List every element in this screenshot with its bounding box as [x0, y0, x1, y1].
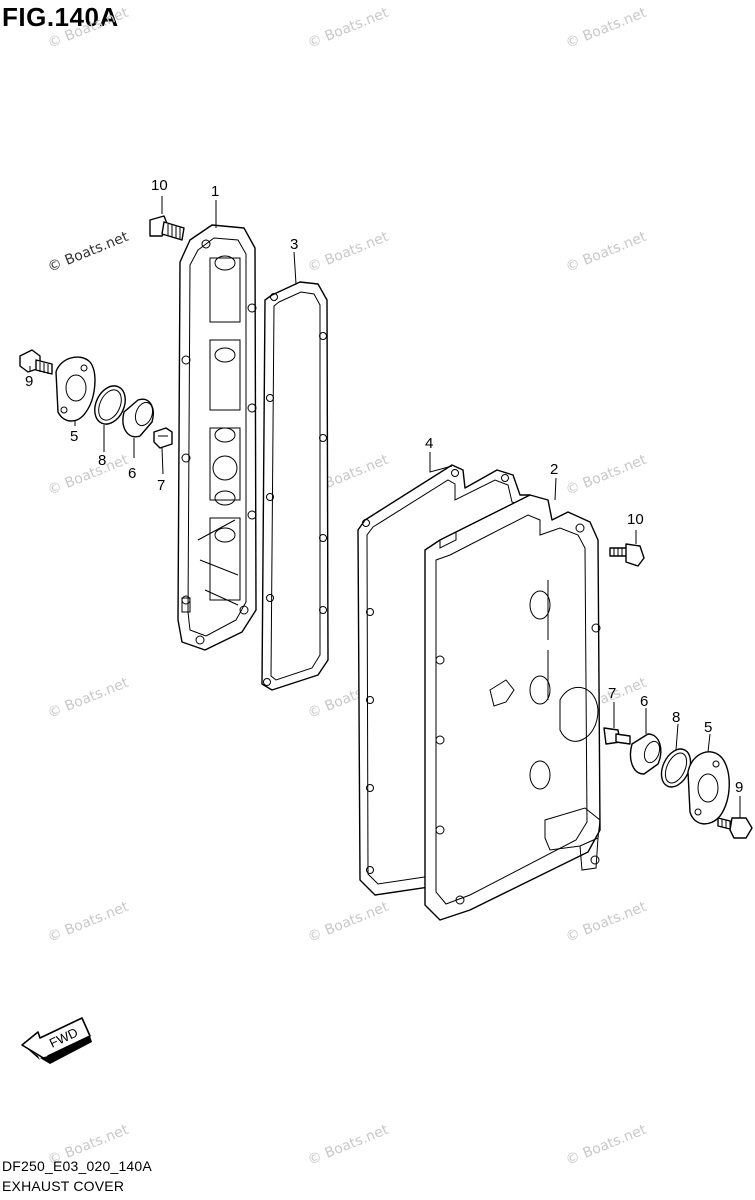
part-8-o-ring-left: [94, 385, 126, 425]
watermark: © Boats.net: [46, 229, 132, 276]
part-3-gasket: [261, 281, 329, 691]
watermark: © Boats.net: [564, 229, 650, 276]
part-9-bolt-right: [717, 817, 753, 839]
drawing-code: DF250_E03_020_140A: [2, 1158, 152, 1174]
watermark: © Boats.net: [306, 1122, 392, 1169]
callout-part-7: 7: [608, 685, 616, 702]
watermark: © Boats.net: [564, 452, 650, 499]
callout-part-6: 6: [640, 693, 648, 710]
part-6-collar-left: [122, 398, 154, 438]
part-10-bolt-right: [609, 543, 645, 567]
watermark: © Boats.net: [46, 899, 132, 946]
callout-part-9: 9: [25, 373, 33, 390]
part-10-bolt-upper: [149, 215, 185, 241]
callout-part-8: 8: [672, 709, 680, 726]
part-5-flange-left: [55, 356, 96, 422]
part-2-exhaust-cover-outer: [424, 494, 601, 921]
callout-part-8: 8: [98, 452, 106, 469]
leader-lines: [29, 196, 741, 818]
watermark: © Boats.net: [564, 5, 650, 52]
watermark: © Boats.net: [46, 5, 132, 52]
callout-part-5: 5: [70, 428, 78, 445]
figure-title: FIG.140A: [2, 2, 119, 32]
watermark: © Boats.net: [306, 899, 392, 946]
part-6-collar-right: [629, 733, 662, 775]
watermark: © Boats.net: [46, 675, 132, 722]
fwd-arrow-icon: FWD: [21, 1017, 92, 1064]
part-1-exhaust-cover-inner: [177, 224, 257, 651]
figure-name: EXHAUST COVER: [2, 1178, 125, 1194]
callout-part-10: 10: [151, 177, 168, 194]
callout-part-3: 3: [290, 236, 298, 253]
callout-part-6: 6: [128, 465, 136, 482]
part-9-bolt-left: [19, 349, 53, 375]
watermark: © Boats.net: [564, 1122, 650, 1169]
part-5-flange-right: [687, 751, 730, 825]
part-7-bolt-left: [153, 427, 173, 449]
watermark: © Boats.net: [564, 899, 650, 946]
part-7-bolt-right: [603, 727, 631, 745]
callout-part-9: 9: [735, 779, 743, 796]
callout-part-10: 10: [627, 511, 644, 528]
watermark: © Boats.net: [46, 452, 132, 499]
watermark: © Boats.net: [306, 229, 392, 276]
callout-part-7: 7: [157, 477, 165, 494]
callout-part-5: 5: [704, 719, 712, 736]
callout-part-4: 4: [425, 435, 433, 452]
callout-part-1: 1: [211, 183, 219, 200]
callout-part-2: 2: [550, 461, 558, 478]
watermark: © Boats.net: [306, 5, 392, 52]
